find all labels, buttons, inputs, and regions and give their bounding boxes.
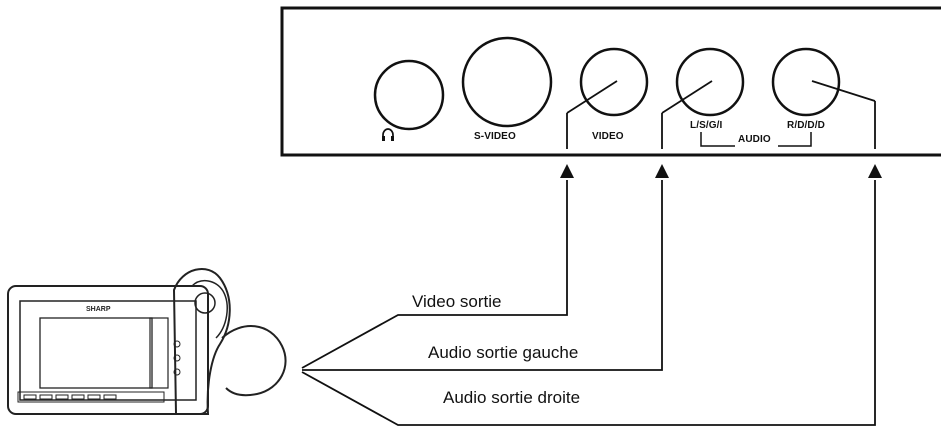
video-jack <box>579 47 649 117</box>
headphone-jack <box>373 59 445 131</box>
video-label: VIDEO <box>592 131 624 142</box>
camcorder-screen <box>39 317 153 389</box>
audio-right-arrow-icon <box>868 164 882 178</box>
audio-left-bracket <box>700 132 735 147</box>
audio-label: AUDIO <box>738 134 771 145</box>
audio-right-output-label: Audio sortie droite <box>443 388 581 407</box>
audio-left-arrow-icon <box>655 164 669 178</box>
video-lead-diagonal <box>566 80 618 114</box>
video-output-label: Video sortie <box>412 292 502 311</box>
video-arrow-icon <box>560 164 574 178</box>
camcorder-body <box>7 285 209 415</box>
camcorder-strap <box>221 325 287 397</box>
audio-right-label: R/D/D/D <box>787 120 825 131</box>
audio-right-lead-diagonal <box>811 80 876 102</box>
audio-left-lead-diagonal <box>661 80 713 114</box>
audio-left-output-label: Audio sortie gauche <box>428 343 579 362</box>
camcorder-lens-ring <box>194 292 216 314</box>
camcorder-grip <box>172 268 231 415</box>
camcorder-brand: SHARP <box>86 306 111 313</box>
audio-left-label: L/S/G/I <box>690 120 723 131</box>
svideo-jack <box>461 36 553 128</box>
av-panel <box>280 6 941 157</box>
camcorder-button-strip <box>17 391 165 403</box>
camcorder: SHARP <box>7 268 287 415</box>
audio-left-jack <box>675 47 745 117</box>
video-cable <box>301 180 568 369</box>
camcorder-side-panel <box>149 317 169 389</box>
audio-right-jack <box>771 47 841 117</box>
camcorder-screen-frame <box>19 300 197 401</box>
headphones-icon <box>382 128 394 141</box>
audio-left-cable <box>302 180 663 371</box>
svideo-label: S-VIDEO <box>474 131 516 142</box>
audio-right-bracket <box>778 132 812 147</box>
audio-right-cable <box>301 180 876 426</box>
